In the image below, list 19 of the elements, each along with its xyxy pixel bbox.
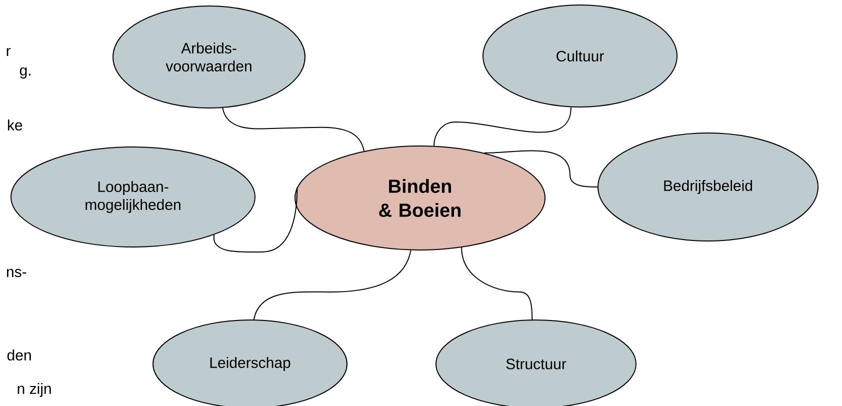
curved-connector	[253, 250, 412, 320]
text-fragment: ns-	[6, 268, 26, 278]
ellipse-node: Structuur	[436, 319, 636, 406]
curved-connector	[213, 186, 298, 253]
curved-connector	[461, 247, 533, 320]
text-fragment: n zijn	[18, 383, 51, 397]
ellipse-node: Loopbaan- mogelijkheden	[10, 146, 256, 248]
ellipse-node: Binden & Boeien	[294, 146, 546, 250]
text-fragment: r	[6, 48, 11, 56]
curved-connector	[484, 150, 598, 188]
text-fragment: g.	[20, 67, 30, 79]
text-fragment: den	[7, 349, 31, 360]
ellipse-node: Bedrijfsbeleid	[598, 132, 818, 242]
curved-connector	[433, 106, 572, 146]
ellipse-node: Leiderschap	[152, 319, 348, 406]
ellipse-node: Cultuur	[482, 4, 678, 108]
ellipse-node: Arbeids- voorwaarden	[112, 6, 306, 108]
text-fragment: ke	[8, 119, 22, 130]
curved-connector	[222, 107, 365, 152]
